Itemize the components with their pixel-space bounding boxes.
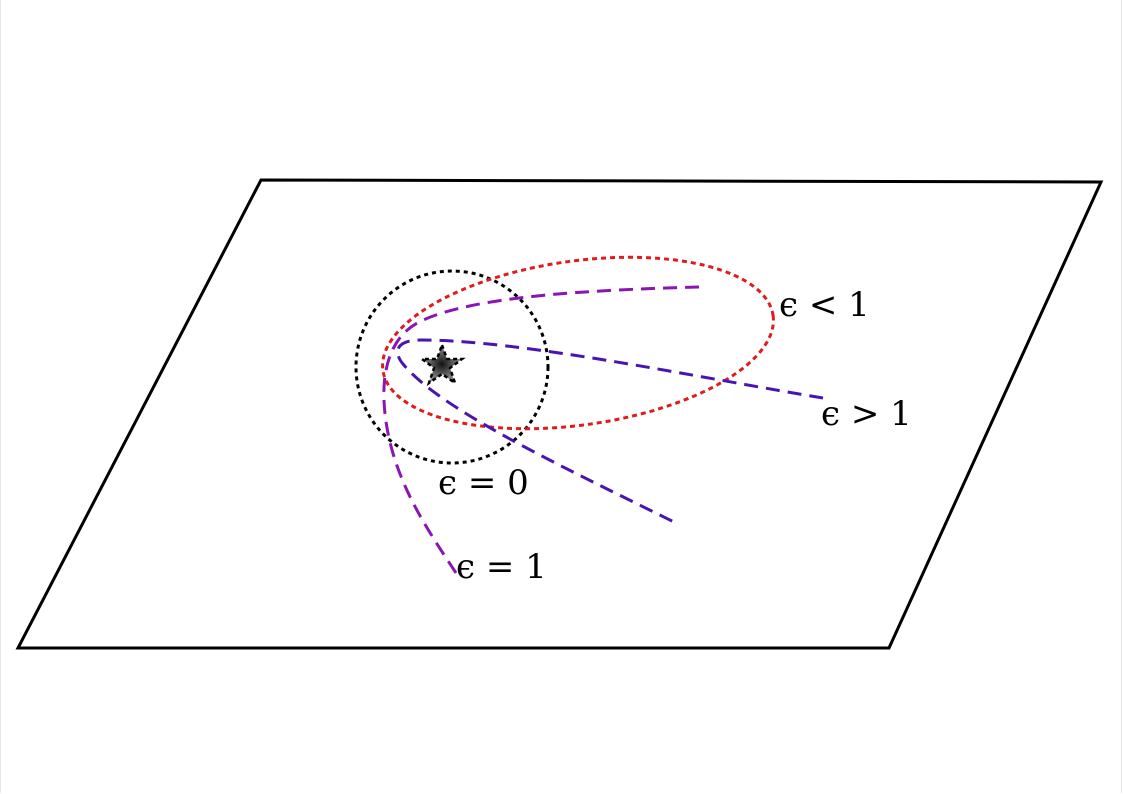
elliptical-orbit <box>381 255 775 431</box>
hyperbolic-orbit <box>396 338 824 526</box>
circle-label: ϵ = 0 <box>438 463 529 503</box>
hyperbola-label: ϵ > 1 <box>821 394 912 434</box>
circular-orbit <box>354 269 550 465</box>
star-icon <box>418 341 466 387</box>
parabolic-orbit <box>382 285 700 577</box>
orbital-plane <box>15 178 1104 650</box>
ellipse-label: ϵ < 1 <box>779 285 870 325</box>
parabola-label: ϵ = 1 <box>456 547 547 587</box>
